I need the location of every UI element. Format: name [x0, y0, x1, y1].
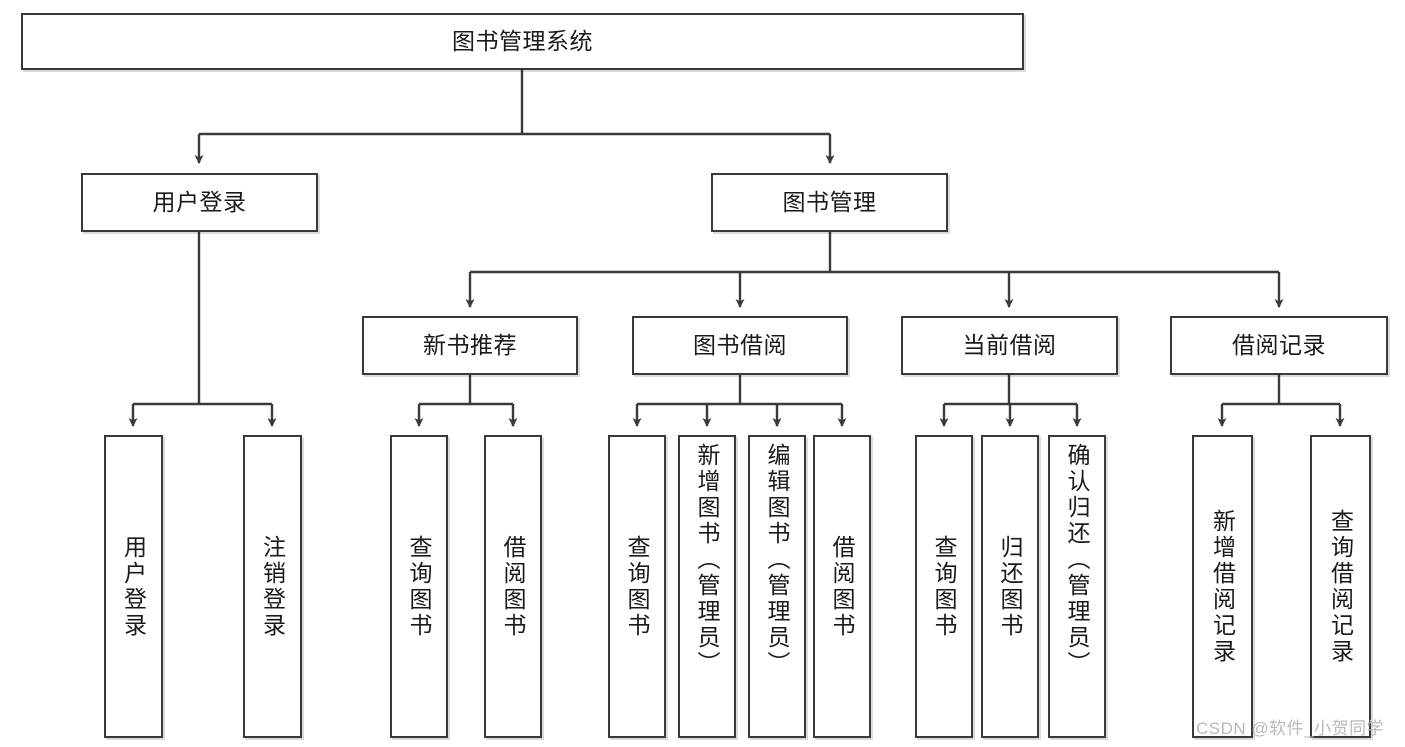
- leaf-return-book-label: 归还图书: [997, 534, 1024, 639]
- node-current-borrow[interactable]: 当前借阅: [901, 316, 1118, 375]
- node-book-manage[interactable]: 图书管理: [711, 173, 948, 232]
- node-root[interactable]: 图书管理系统: [21, 13, 1024, 70]
- leaf-confirm-return[interactable]: 确认归还（管理员）: [1048, 435, 1106, 738]
- leaf-logout[interactable]: 注销登录: [243, 435, 302, 738]
- leaf-borrow-book-label: 借阅图书: [829, 534, 856, 639]
- leaf-query-book-borrow-label: 查询图书: [624, 534, 651, 639]
- leaf-add-book-label: 新增图书（管理员）: [694, 443, 721, 677]
- node-new-book-rec[interactable]: 新书推荐: [362, 316, 578, 375]
- node-current-borrow-label: 当前借阅: [962, 331, 1057, 358]
- node-root-label: 图书管理系统: [452, 27, 593, 54]
- leaf-logout-label: 注销登录: [259, 534, 286, 639]
- leaf-borrow-book-rec-label: 借阅图书: [500, 534, 527, 639]
- leaf-confirm-return-label: 确认归还（管理员）: [1064, 443, 1091, 677]
- leaf-add-record[interactable]: 新增借阅记录: [1192, 435, 1253, 738]
- leaf-query-book-rec-label: 查询图书: [406, 534, 433, 639]
- leaf-borrow-book[interactable]: 借阅图书: [813, 435, 871, 738]
- leaf-query-book-rec[interactable]: 查询图书: [390, 435, 448, 738]
- leaf-user-login[interactable]: 用户登录: [104, 435, 163, 738]
- node-user-login-label: 用户登录: [152, 188, 247, 215]
- csdn-watermark: CSDN @软件_小贺同学: [1196, 719, 1385, 738]
- node-borrow-record[interactable]: 借阅记录: [1170, 316, 1388, 375]
- leaf-user-login-label: 用户登录: [120, 534, 147, 639]
- leaf-edit-book[interactable]: 编辑图书（管理员）: [748, 435, 806, 738]
- node-book-borrow[interactable]: 图书借阅: [632, 316, 848, 375]
- leaf-query-book-cur[interactable]: 查询图书: [915, 435, 973, 738]
- node-book-borrow-label: 图书借阅: [693, 331, 787, 358]
- leaf-add-book[interactable]: 新增图书（管理员）: [678, 435, 736, 738]
- leaf-edit-book-label: 编辑图书（管理员）: [764, 443, 791, 677]
- leaf-query-record[interactable]: 查询借阅记录: [1310, 435, 1371, 738]
- node-user-login[interactable]: 用户登录: [81, 173, 318, 232]
- leaf-borrow-book-rec[interactable]: 借阅图书: [484, 435, 542, 738]
- leaf-add-record-label: 新增借阅记录: [1209, 508, 1236, 665]
- leaf-query-book-borrow[interactable]: 查询图书: [608, 435, 666, 738]
- node-borrow-record-label: 借阅记录: [1232, 331, 1326, 358]
- node-new-book-rec-label: 新书推荐: [423, 331, 517, 358]
- leaf-query-record-label: 查询借阅记录: [1327, 508, 1354, 665]
- leaf-query-book-cur-label: 查询图书: [931, 534, 958, 639]
- leaf-return-book[interactable]: 归还图书: [981, 435, 1039, 738]
- node-book-manage-label: 图书管理: [782, 188, 877, 215]
